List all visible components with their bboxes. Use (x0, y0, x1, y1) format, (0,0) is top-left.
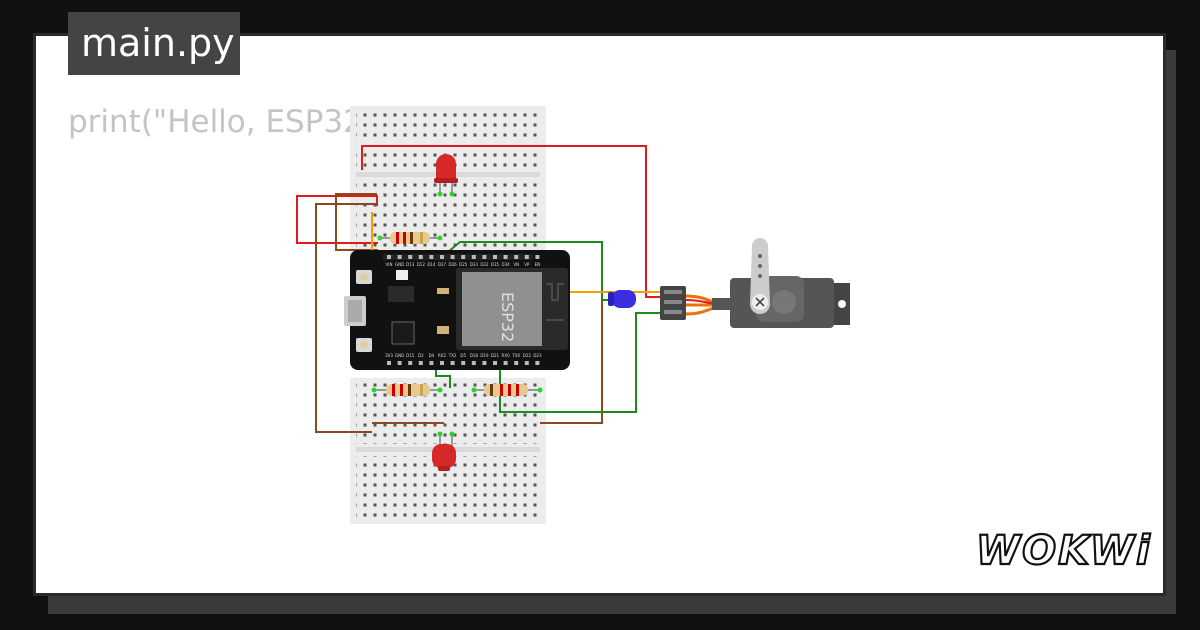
servo-motor[interactable] (660, 238, 850, 328)
resistor-top (377, 232, 443, 244)
header-pin[interactable] (408, 255, 413, 259)
wire-red-led (296, 195, 378, 244)
pin-label: RX2 (438, 353, 447, 358)
file-tab[interactable]: main.py (68, 12, 240, 75)
header-pin[interactable] (482, 361, 487, 365)
wokwi-logo-text: WOKWi (976, 528, 1152, 574)
header-pin[interactable] (461, 361, 466, 365)
pin-label: D14 (427, 262, 436, 267)
header-pin[interactable] (514, 361, 519, 365)
resistor-bottom-left (371, 384, 443, 396)
wire-red-vcc (361, 145, 664, 298)
header-pin[interactable] (471, 361, 476, 365)
pin-label: D2 (418, 353, 424, 358)
led-red-bottom (432, 431, 456, 471)
header-pin[interactable] (397, 361, 402, 365)
module-label: ESP32 (498, 292, 517, 342)
led-red-top (434, 154, 458, 197)
wire-brown-gnd1 (335, 193, 378, 251)
header-pin[interactable] (387, 255, 391, 259)
header-pin[interactable] (450, 255, 455, 259)
pin-label: TX0 (511, 353, 520, 358)
header-pin[interactable] (440, 361, 444, 365)
resistor-bottom-right (471, 384, 543, 396)
wire-brown-gnd2 (315, 203, 377, 433)
pin-label: D33 (470, 262, 479, 267)
pin-label: VP (524, 262, 530, 267)
pin-label: TX2 (448, 353, 457, 358)
pin-label: D19 (480, 353, 489, 358)
wire-brown-gnd4 (540, 256, 603, 424)
led-icon (436, 154, 456, 180)
header-pin[interactable] (418, 361, 423, 365)
header-pin[interactable] (471, 255, 476, 259)
pin-label: VN (513, 262, 519, 267)
pin-label: D15 (406, 353, 415, 358)
led-blue (608, 290, 636, 308)
pin-label: D27 (438, 262, 447, 267)
header-pin[interactable] (524, 255, 529, 259)
header-pin[interactable] (493, 255, 497, 259)
header-pin[interactable] (450, 361, 455, 365)
pin-label: D34 (502, 262, 511, 267)
header-pin[interactable] (429, 255, 434, 259)
header-pin[interactable] (387, 361, 391, 365)
wokwi-logo: WOKWi (975, 527, 1152, 575)
header-pin[interactable] (440, 255, 444, 259)
pin-label: GND (395, 262, 404, 267)
header-pin[interactable] (535, 361, 540, 365)
header-pin[interactable] (429, 361, 434, 365)
header-pin[interactable] (524, 361, 529, 365)
pin-label: 3V3 (385, 353, 393, 358)
header-pin[interactable] (535, 255, 540, 259)
pin-label: D22 (523, 353, 532, 358)
pin-label: D5 (460, 353, 466, 358)
pin-label: D12 (417, 262, 426, 267)
header-pin[interactable] (397, 255, 402, 259)
pin-label: D21 (491, 353, 500, 358)
pin-label: D23 (533, 353, 542, 358)
header-pin[interactable] (418, 255, 423, 259)
pin-label: RX0 (502, 353, 511, 358)
pin-label: D32 (480, 262, 489, 267)
pin-label: D25 (459, 262, 468, 267)
header-pin[interactable] (503, 361, 508, 365)
pin-label: VIN (386, 262, 393, 267)
header-pin[interactable] (461, 255, 466, 259)
pin-label: D26 (449, 262, 458, 267)
wire-green-signal (447, 241, 612, 301)
header-pin[interactable] (514, 255, 519, 259)
pin-label: D35 (491, 262, 500, 267)
code-preview: print("Hello, ESP32 (68, 104, 363, 140)
header-pin[interactable] (493, 361, 497, 365)
header-pin[interactable] (482, 255, 487, 259)
pin-label: D18 (470, 353, 479, 358)
header-pin[interactable] (408, 361, 413, 365)
pin-label: D13 (406, 262, 415, 267)
pin-label: EN (535, 262, 541, 267)
pin-label: D4 (429, 353, 435, 358)
project-card (33, 33, 1166, 596)
header-pin[interactable] (503, 255, 508, 259)
pin-label: GND (395, 353, 404, 358)
